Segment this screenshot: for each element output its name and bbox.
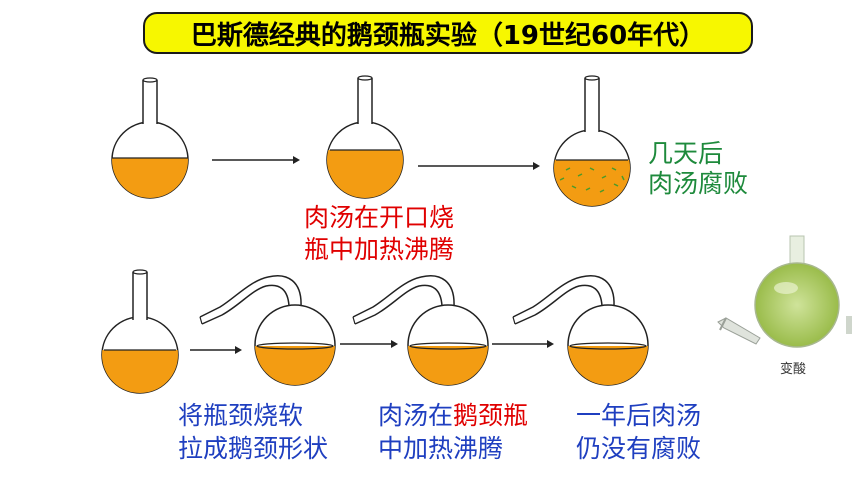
open-flask-3 (101, 269, 179, 394)
row2-step2-line1-b: 鹅颈瓶 (453, 401, 529, 430)
arrow-4 (340, 340, 398, 348)
row2-step1-line1: 将瓶颈烧软 (178, 401, 304, 430)
row1-result-line2: 肉汤腐败 (648, 169, 749, 198)
row2-step2-line1: 肉汤在鹅颈瓶 (378, 400, 528, 432)
row2-result-line2: 仍没有腐败 (576, 434, 702, 463)
arrow-1 (212, 156, 300, 164)
row1-result-line1: 几天后 (648, 139, 724, 168)
swan-neck-flask-2 (352, 275, 489, 386)
spoiled-flask (553, 75, 631, 207)
open-flask-1 (111, 77, 189, 199)
swan-neck-flask-1 (199, 275, 336, 386)
row2-result-line1: 一年后肉汤 (576, 401, 702, 430)
row1-step-line1: 肉汤在开口烧 (304, 203, 455, 232)
soured-caption: 变酸 (780, 362, 807, 377)
page-title: 巴斯德经典的鹅颈瓶实验（19世纪60年代） (190, 20, 706, 51)
row2-step1-line2: 拉成鹅颈形状 (178, 434, 329, 463)
arrow-5 (492, 340, 554, 348)
row2-step2-line2: 中加热沸腾 (378, 434, 504, 463)
open-flask-2 (326, 75, 404, 199)
title-banner: 巴斯德经典的鹅颈瓶实验（19世纪60年代） (143, 12, 753, 54)
top-band (0, 0, 860, 10)
soured-flask-photo (717, 232, 860, 382)
row1-step-line2: 瓶中加热沸腾 (304, 235, 455, 264)
arrow-3 (190, 346, 242, 354)
row2-step2-line1-a: 肉汤在 (378, 401, 454, 430)
arrow-2 (418, 162, 540, 170)
swan-neck-flask-3 (512, 275, 649, 386)
